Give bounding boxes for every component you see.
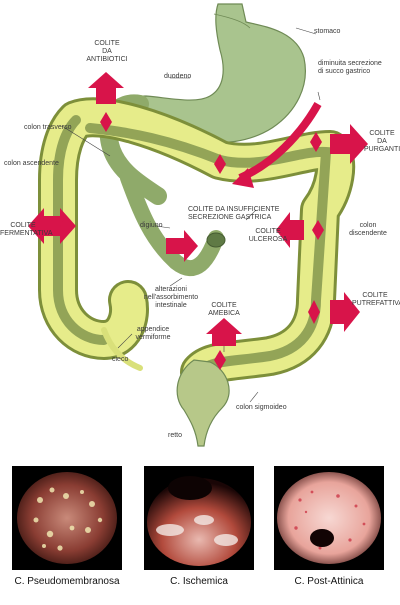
label-colite-putrefattiva: COLITE PUTREFATTIVA: [352, 292, 400, 307]
label-stomaco: stomaco: [314, 28, 341, 35]
label-colite-purganti: COLITE DA PURGANTI: [364, 130, 400, 153]
label-colite-amebica: COLITE AMEBICA: [208, 302, 240, 317]
caption-ischemica: C. Ischemica: [170, 576, 228, 587]
label-diminuita-secrezione: diminuita secrezione di succo gastrico: [318, 60, 382, 75]
label-duodeno: duodeno: [164, 73, 192, 80]
label-colon-discendente: colon discendente: [349, 222, 387, 237]
label-colite-fermentativa: COLITE FERMENTATIVA: [0, 222, 53, 237]
caption-pseudomembranosa: C. Pseudomembranosa: [14, 576, 120, 587]
label-alterazioni: alterazioni nell'assorbimento intestinal…: [143, 286, 199, 309]
photo-post-attinica: [274, 466, 384, 570]
label-colite-antibiotici: COLITE DA ANTIBIOTICI: [86, 40, 128, 63]
arrow-putrefattiva: [330, 292, 360, 332]
label-colon-sigmoideo: colon sigmoideo: [236, 404, 287, 411]
appendix-shape: [101, 327, 143, 371]
jejunum-shape: [120, 170, 224, 276]
photo-pseudomembranosa: [12, 466, 122, 570]
arrow-purganti: [330, 124, 368, 164]
label-colite-insufficiente: COLITE DA INSUFFICIENTE SECREZIONE GASTR…: [188, 206, 280, 221]
rectum-shape: [176, 359, 230, 447]
arrow-fermentativa: [28, 208, 76, 244]
label-appendice: appendice vermiforme: [135, 326, 171, 341]
arrow-ulcerosa: [276, 212, 304, 248]
label-colite-ulcerosa: COLITE ULCEROSA: [248, 228, 288, 243]
label-retto: retto: [168, 432, 183, 439]
label-colon-ascendente: colon ascendente: [4, 160, 59, 167]
label-digiuno: digiuno: [140, 222, 163, 229]
label-cieco: cieco: [112, 356, 129, 363]
arrow-amebica: [206, 318, 242, 346]
arrow-insufficiente: [166, 230, 198, 262]
arrow-antibiotici: [88, 72, 124, 104]
gastric-arrow: [238, 102, 322, 182]
caption-post-attinica: C. Post-Attinica: [294, 576, 364, 587]
label-colon-trasverso: colon trasverso: [24, 124, 72, 131]
photo-ischemica: [144, 466, 254, 570]
arrows: [28, 72, 368, 370]
